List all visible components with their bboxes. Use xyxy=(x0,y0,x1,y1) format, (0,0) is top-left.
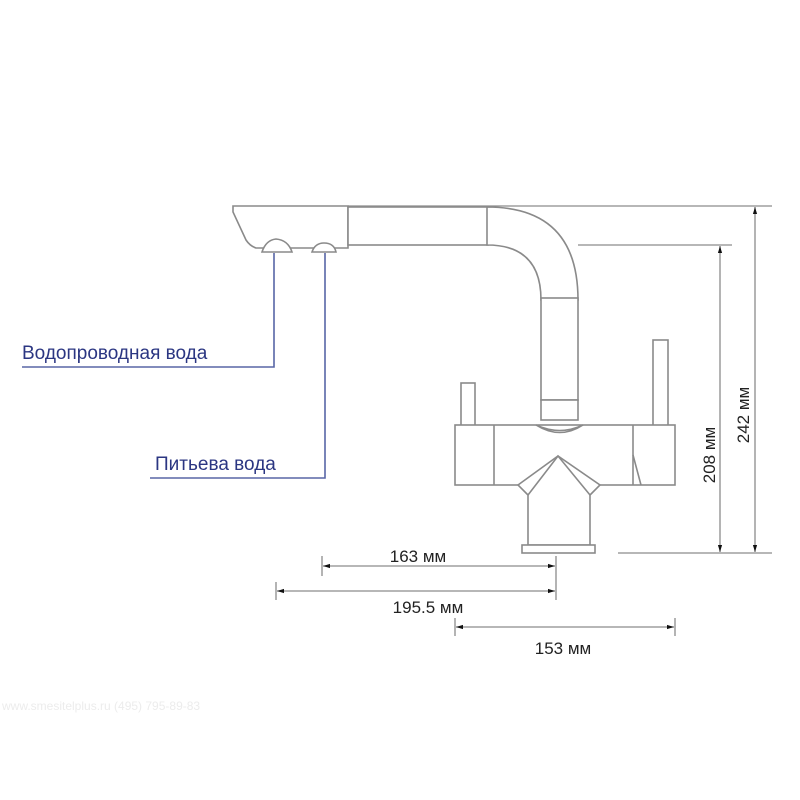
dim-label-153: 153 мм xyxy=(535,639,591,658)
dim-label-242: 242 мм xyxy=(734,387,753,443)
callouts: Водопроводная вода Питьева вода xyxy=(22,253,326,479)
stem-connector xyxy=(516,455,602,546)
base-plate xyxy=(521,544,596,554)
spout-collar xyxy=(540,399,579,421)
callout-drinking-water: Питьева вода xyxy=(155,454,276,475)
aerator-tap xyxy=(260,238,294,253)
spout-head xyxy=(232,205,349,249)
aerator-drinking xyxy=(310,242,337,253)
dim-label-208: 208 мм xyxy=(700,427,719,483)
spout-riser xyxy=(540,297,579,401)
faucet-drawing xyxy=(232,205,676,554)
spout-joint xyxy=(535,424,584,434)
left-lever xyxy=(460,382,476,427)
horizontal-dimensions: 163 мм 195.5 мм 153 мм xyxy=(275,547,676,658)
callout-tap-water: Водопроводная вода xyxy=(22,343,208,364)
spout-bend xyxy=(486,206,579,301)
watermark: www.smesitelplus.ru (495) 795-89-83 xyxy=(1,699,200,713)
spout-tube xyxy=(347,206,489,246)
dim-label-195: 195.5 мм xyxy=(393,598,464,617)
dim-label-163: 163 мм xyxy=(390,547,446,566)
vertical-dimensions: 208 мм 242 мм xyxy=(348,205,772,554)
right-lever xyxy=(652,339,669,427)
